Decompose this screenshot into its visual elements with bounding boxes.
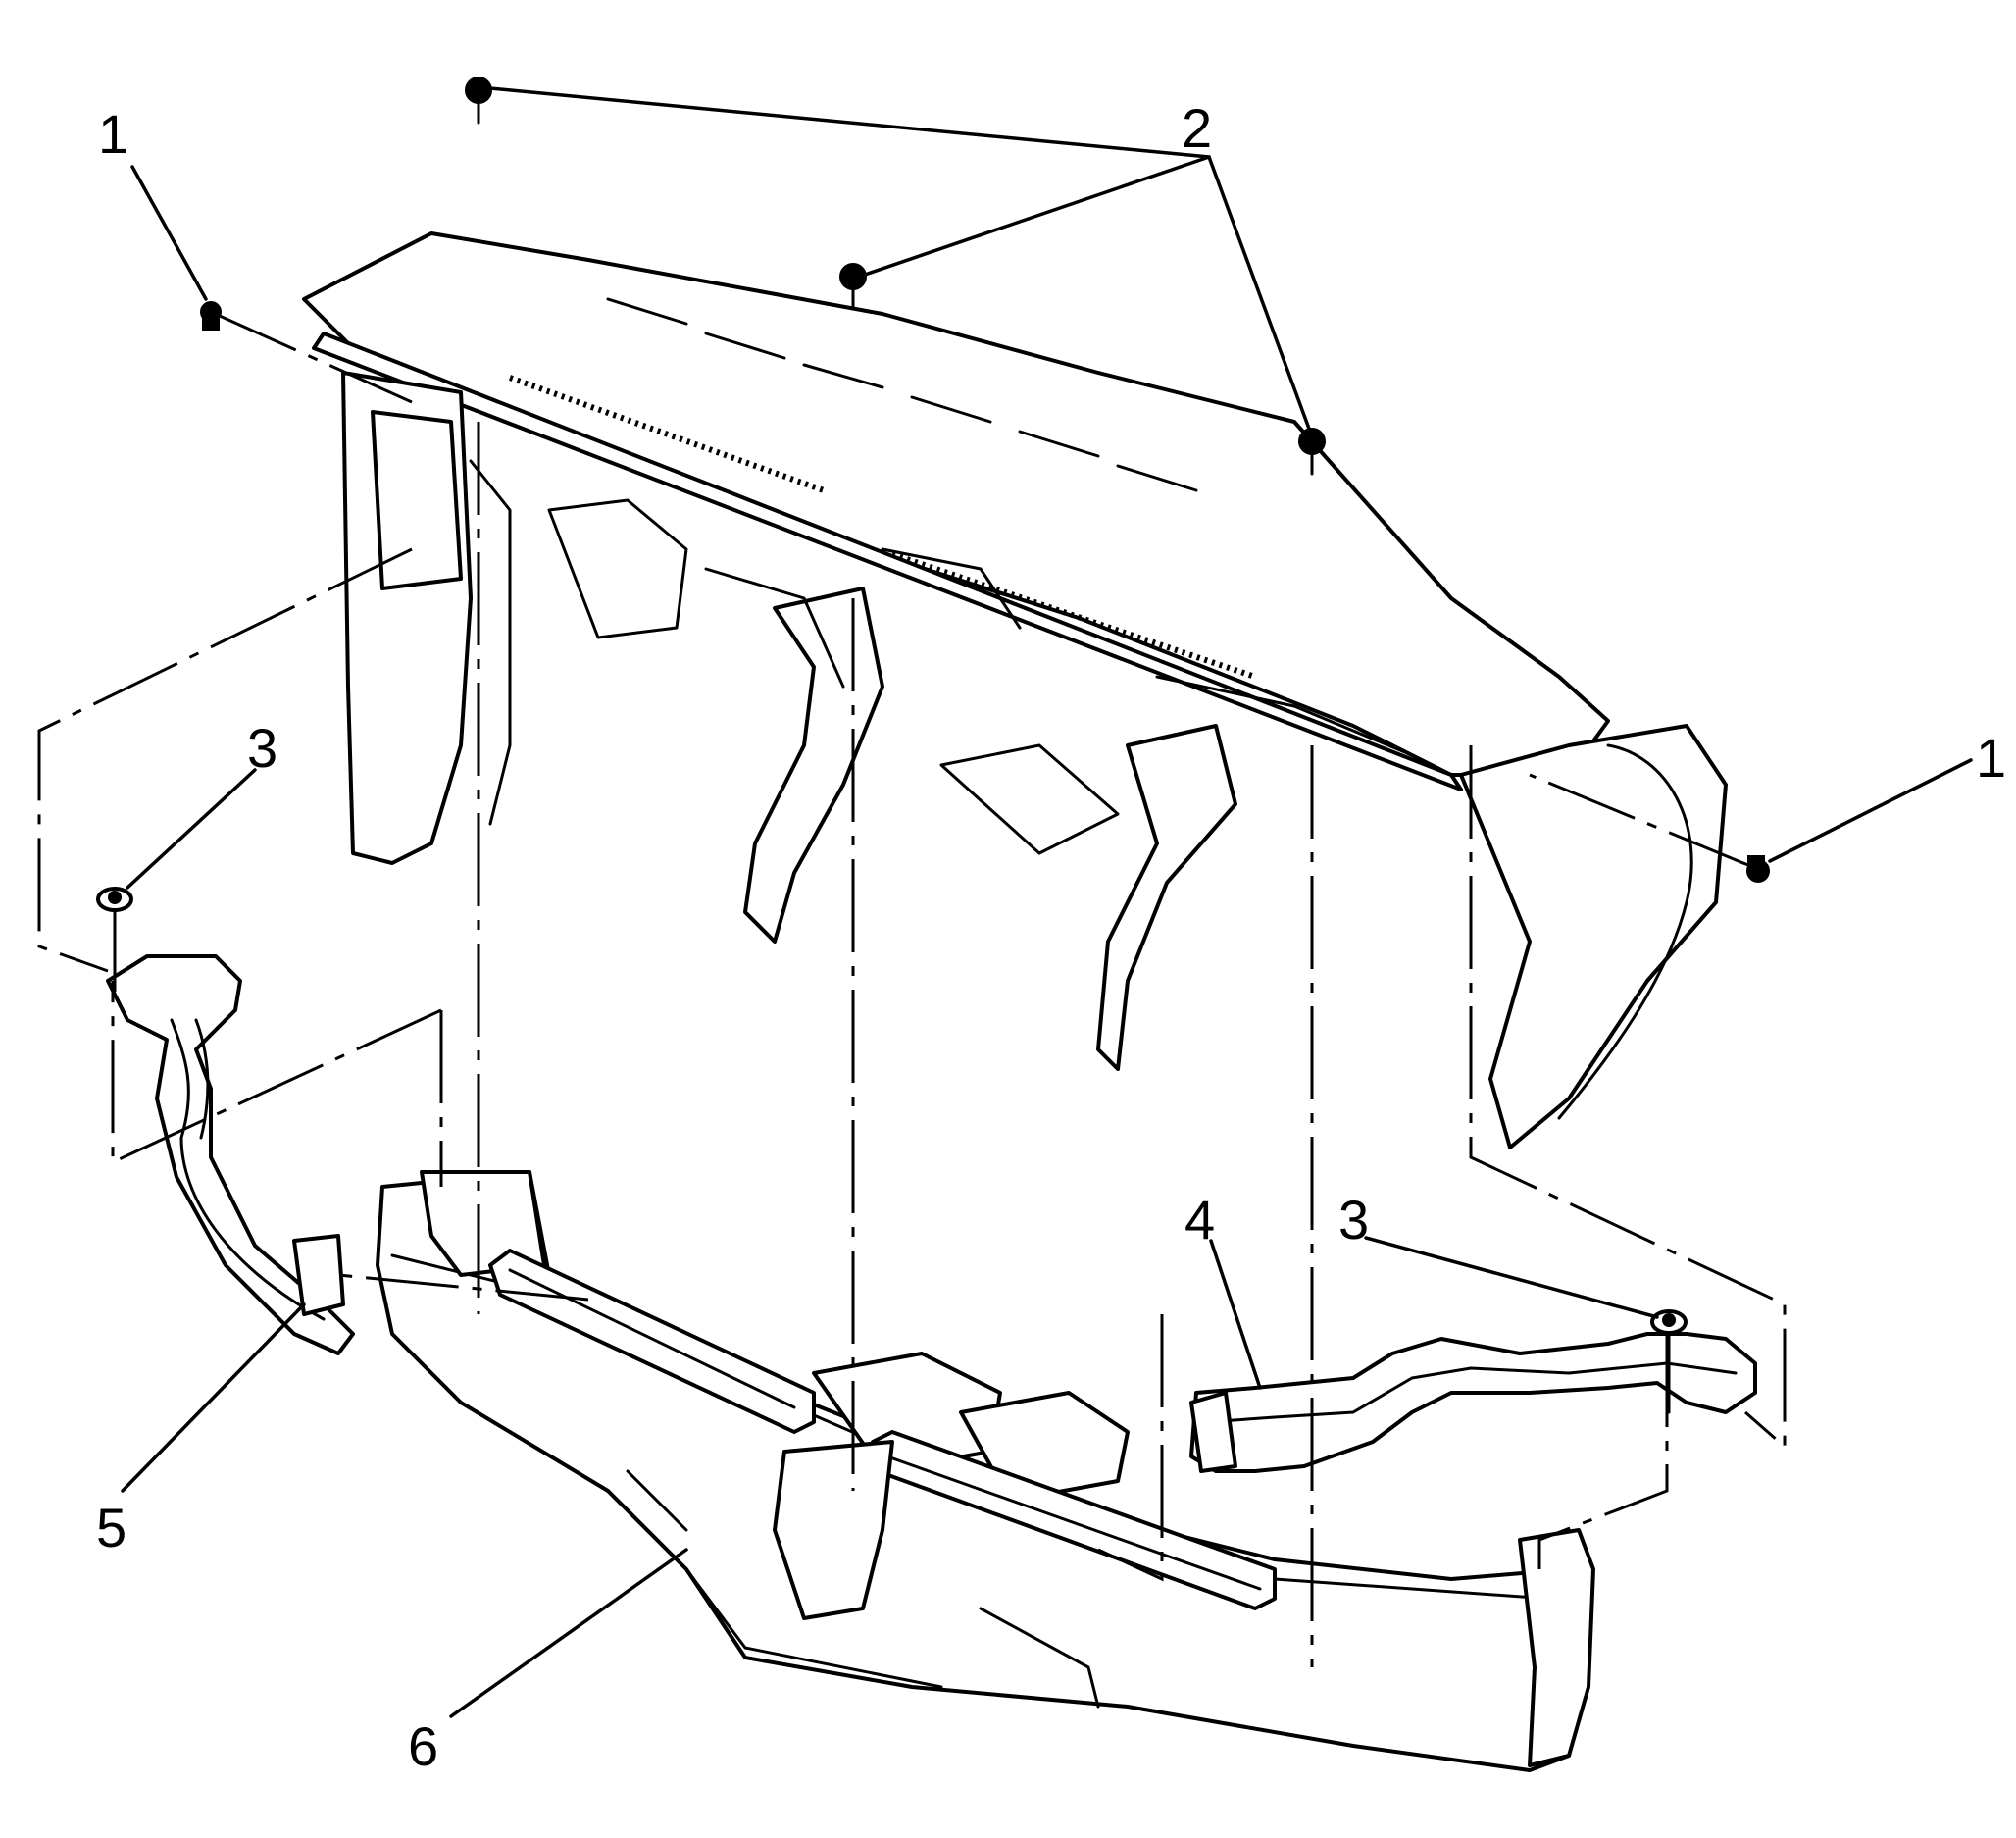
screw-1-right <box>1746 855 1770 883</box>
right-rear-duct <box>1189 1332 1757 1473</box>
upper-panel-carrier <box>302 231 1728 1149</box>
push-pin-2-right <box>1298 428 1326 476</box>
fasteners <box>96 77 1770 1414</box>
callout-1-left: 1 <box>98 103 128 165</box>
lower-floor-duct <box>376 1170 1595 1772</box>
callout-3-left: 3 <box>247 717 277 779</box>
leader-lines <box>121 86 1973 1718</box>
callout-3-right: 3 <box>1338 1189 1369 1251</box>
left-rear-duct <box>106 954 355 1355</box>
callout-2: 2 <box>1182 97 1212 159</box>
push-pin-2-left <box>465 77 492 125</box>
callout-1-right: 1 <box>1976 727 2006 789</box>
screw-1-left <box>200 301 222 331</box>
callout-5: 5 <box>96 1497 126 1558</box>
alignment-lines <box>37 310 1787 1667</box>
push-pin-2-center <box>839 263 867 311</box>
push-pin-3-right <box>1650 1309 1688 1414</box>
callout-labels: 1 1 2 3 3 4 5 6 <box>96 97 2006 1777</box>
callout-6: 6 <box>408 1715 438 1777</box>
push-pin-3-left <box>96 887 133 993</box>
callout-4: 4 <box>1184 1189 1215 1251</box>
